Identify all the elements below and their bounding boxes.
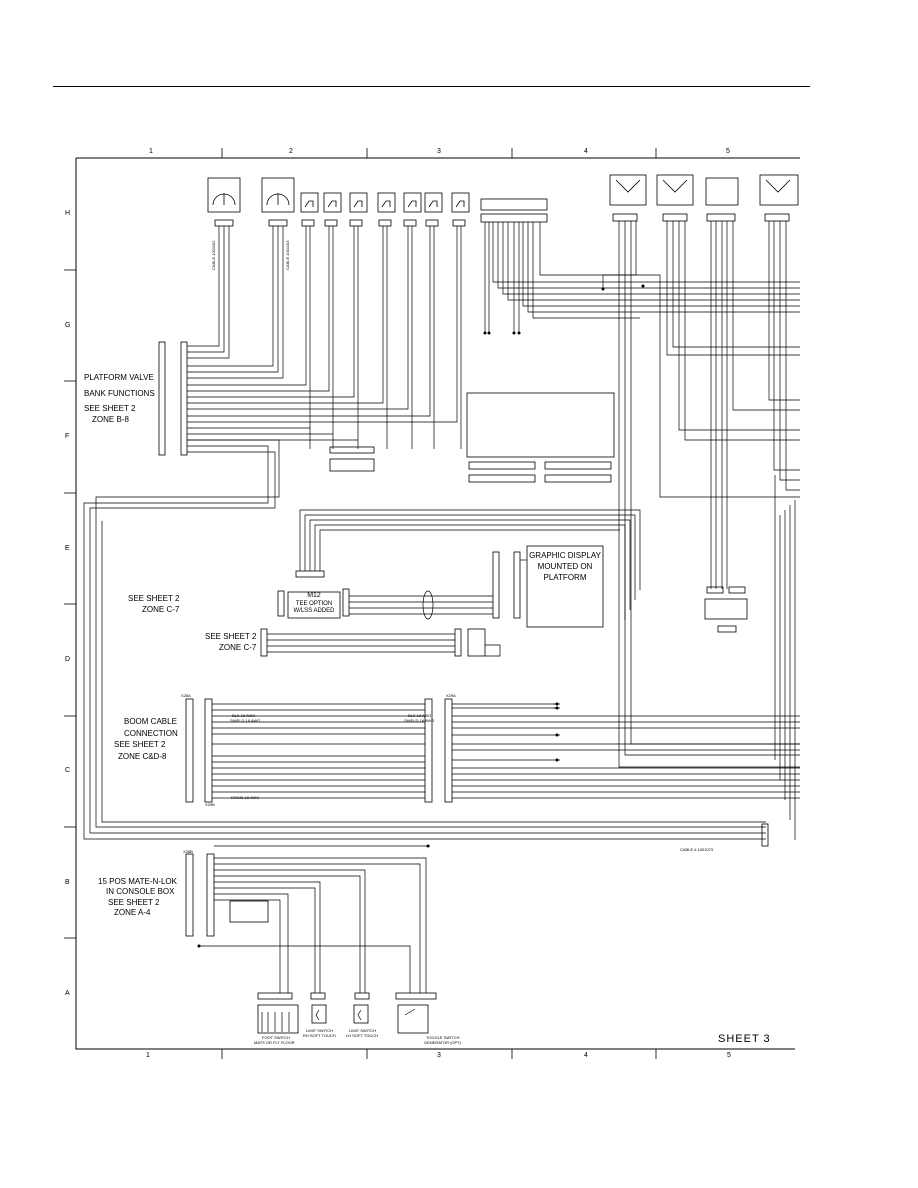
foot-switch-label-2: MATS OR FLT FLOOR: [254, 1040, 295, 1045]
zone-col-top-2: 2: [289, 148, 293, 155]
zone-col-top-5: 5: [726, 148, 730, 155]
see-sheet-c7-a-2: ZONE C-7: [142, 605, 180, 614]
zone-col-bottom-5: 5: [727, 1052, 731, 1059]
wire-note-blk-a: BLK 18 AWG: [232, 713, 256, 718]
connector-ref-x28b: X28B: [183, 849, 193, 854]
zone-row-b: B: [65, 879, 70, 886]
limit-switch-rh-label-2: RH SOFT TOUCH: [303, 1033, 336, 1038]
limit-switch-lh-label-2: LH SOFT TOUCH: [346, 1033, 379, 1038]
top-zone-ticks: [221, 148, 657, 158]
m12-box-label-1: M12: [307, 592, 321, 599]
bottom-zone-ticks: [221, 1049, 657, 1059]
zone-row-c: C: [65, 767, 71, 774]
wire-terminals: [197, 284, 645, 948]
toggle-switch-label-1: TOGGLE SWITCH: [426, 1035, 460, 1040]
connector-ref-x28a: X28A: [181, 693, 191, 698]
graphic-display-label-2: MOUNTED ON: [537, 562, 593, 571]
mate-n-lok-label-1: 15 POS MATE-N-LOK: [98, 877, 177, 886]
cable-note: CABLE # 1001073: [680, 847, 714, 852]
boom-cable-label-4: ZONE C&D-8: [118, 752, 167, 761]
vertical-cable-label-b: CABLE 1001103: [285, 240, 290, 270]
zone-row-a: A: [65, 990, 70, 997]
top-components: [207, 174, 799, 227]
vertical-cable-label-a: CABLE 1001102: [211, 240, 216, 270]
boom-cable-label-1: BOOM CABLE: [124, 717, 177, 726]
foot-switch-label-1: FOOT SWITCH: [262, 1035, 290, 1040]
see-sheet-c7-b-1: SEE SHEET 2: [205, 632, 257, 641]
boom-cable-label-2: CONNECTION: [124, 729, 178, 738]
zone-col-bottom-4: 4: [584, 1052, 588, 1059]
m12-box-label-2: TEE OPTION: [295, 601, 333, 607]
zone-row-g: G: [65, 322, 71, 329]
left-connector-blocks: [158, 341, 769, 1034]
limit-switch-rh-label-1: LIMIT SWITCH: [306, 1028, 334, 1033]
m12-box-label-3: W/LSS ADDED: [293, 608, 335, 614]
platform-valve-label-4: ZONE B-8: [92, 415, 129, 424]
zone-col-top-3: 3: [437, 148, 441, 155]
zone-row-h: H: [65, 210, 71, 217]
mate-n-lok-label-3: SEE SHEET 2: [108, 898, 160, 907]
zone-col-top-1: 1: [149, 148, 153, 155]
left-zone-ticks: [64, 269, 76, 939]
platform-valve-label-3: SEE SHEET 2: [84, 404, 136, 413]
connector-ref-x29a: X29A: [446, 693, 456, 698]
platform-valve-label-2: BANK FUNCTIONS: [84, 389, 155, 398]
wiring: [83, 221, 800, 1032]
zone-row-f: F: [65, 433, 70, 440]
see-sheet-c7-a-1: SEE SHEET 2: [128, 594, 180, 603]
see-sheet-c7-b-2: ZONE C-7: [219, 643, 257, 652]
graphic-display-label-3: PLATFORM: [543, 573, 587, 582]
wire-note-drain: DRAIN 18 AWG: [231, 795, 260, 800]
graphic-display-label-1: GRAPHIC DISPLAY: [529, 551, 601, 560]
zone-row-d: D: [65, 656, 71, 663]
zone-col-bottom-1: 1: [146, 1052, 150, 1059]
mate-n-lok-label-4: ZONE A-4: [114, 908, 151, 917]
mate-n-lok-label-2: IN CONSOLE BOX: [106, 887, 175, 896]
boom-cable-label-3: SEE SHEET 2: [114, 740, 166, 749]
toggle-switch-label-2: GENERATOR (OPT): [424, 1040, 461, 1045]
sheet-label: SHEET 3: [718, 1033, 771, 1045]
wire-note-blk-b: BLK 18 AWG: [408, 713, 432, 718]
zone-row-e: E: [65, 545, 70, 552]
platform-valve-label-1: PLATFORM VALVE: [84, 373, 154, 382]
zone-col-top-4: 4: [584, 148, 588, 155]
wire-note-shield-b: SHIELD 18 AWG: [404, 718, 435, 723]
wire-note-shield-a: SHIELD 18 AWG: [230, 718, 261, 723]
limit-switch-lh-label-1: LIMIT SWITCH: [349, 1028, 377, 1033]
zone-col-bottom-3: 3: [437, 1052, 441, 1059]
drawing-frame: [75, 157, 800, 1050]
connector-ref-x29b: X29B: [205, 802, 215, 807]
